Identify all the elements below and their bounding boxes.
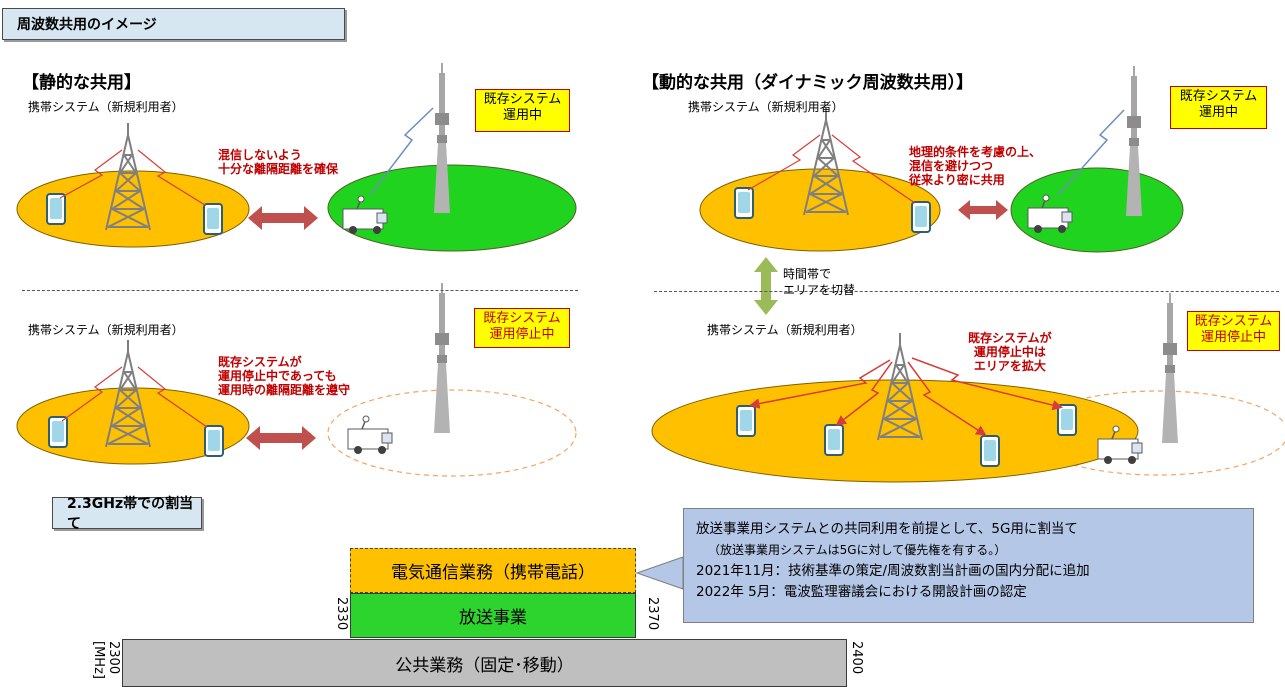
smartphone-icon <box>734 187 754 219</box>
broadcast-tower-icon <box>1125 65 1143 217</box>
broadcast-tower-icon <box>433 282 451 434</box>
callout-line: 放送事業用システムとの共同利用を前提として、5G用に割当て <box>696 521 1078 537</box>
badge-line: 既存システム <box>1194 314 1273 329</box>
radio-link <box>137 366 208 428</box>
dynamic-top-note: 地理的条件を考慮の上、 混信を避けつつ 従来より密に共用 <box>909 145 1041 187</box>
note-line: 地理的条件を考慮の上、 <box>909 145 1042 159</box>
band-telecom: 電気通信業務（携帯電話） <box>350 548 636 593</box>
smartphone-icon <box>824 424 844 456</box>
smartphone-icon <box>736 405 756 437</box>
band-public-label: 公共業務（固定･移動） <box>395 655 574 676</box>
badge-line: 運用中 <box>1198 105 1238 120</box>
existing-system-active-badge: 既存システム 運用中 <box>1170 86 1267 129</box>
dynamic-bottom-scene <box>651 292 1285 483</box>
freq-2370-label: 2370 <box>645 597 660 631</box>
existing-system-active-badge: 既存システム 運用中 <box>475 89 570 132</box>
allocation-title-box: 2.3GHz帯での割当て <box>52 496 202 532</box>
dynamic-top-system-label: 携帯システム（新規利用者） <box>688 100 844 114</box>
broadcast-tower-icon <box>1161 292 1179 444</box>
separation-arrow <box>958 200 1008 220</box>
broadcast-tower-icon <box>433 62 451 214</box>
static-bottom-scene <box>16 282 577 477</box>
smartphone-icon <box>980 435 1000 467</box>
static-bottom-system-label: 携帯システム（新規利用者） <box>28 323 184 337</box>
existing-area-ellipse <box>327 164 577 252</box>
static-top-scene <box>16 62 577 252</box>
static-top-system-label: 携帯システム（新規利用者） <box>28 100 184 114</box>
allocation-callout: 放送事業用システムとの共同利用を前提として、5G用に割当て （放送事業用システム… <box>683 508 1254 623</box>
dynamic-sharing-title: 【動的な共用（ダイナミック周波数共用）】 <box>642 73 974 93</box>
callout-line: 2022年 5月：電波監理審議会における開設計画の認定 <box>696 584 1027 600</box>
note-line: 運用停止中であっても <box>218 369 337 383</box>
smartphone-icon <box>911 201 931 233</box>
existing-system-stopped-badge: 既存システム 運用停止中 <box>1187 311 1280 351</box>
radio-link <box>137 149 206 206</box>
separation-arrow <box>248 206 318 230</box>
freq-2400-label: 2400 <box>849 641 864 675</box>
freq-unit-label: [MHz] <box>91 641 106 679</box>
radio-link <box>749 359 891 409</box>
band-broadcast: 放送事業 <box>350 593 636 638</box>
band-public: 公共業務（固定･移動） <box>122 639 847 687</box>
badge-line: 運用中 <box>502 108 542 123</box>
note-line: 従来より密に共用 <box>909 173 1005 187</box>
separation-arrow <box>246 426 316 450</box>
allocation-title: 2.3GHz帯での割当て <box>67 496 194 532</box>
band-broadcast-label: 放送事業 <box>459 608 527 628</box>
badge-line: 既存システム <box>1179 89 1258 104</box>
note-line: 十分な離隔距離を確保 <box>218 162 339 176</box>
time-switch-note: 時間帯で エリアを切替 <box>783 266 855 298</box>
radio-link <box>907 361 987 436</box>
badge-line: 運用停止中 <box>489 327 555 342</box>
radio-link <box>1057 109 1125 196</box>
note-line: 運用停止中は <box>973 345 1046 359</box>
radio-link <box>835 361 893 426</box>
header-title-box: 周波数共用のイメージ <box>2 8 345 40</box>
radio-link <box>747 134 821 191</box>
smartphone-icon <box>203 203 223 235</box>
radio-link <box>911 357 1063 411</box>
smartphone-icon <box>48 416 68 448</box>
static-top-note: 混信しないよう 十分な離隔距離を確保 <box>218 148 338 176</box>
note-line: エリアを切替 <box>783 283 856 297</box>
badge-line: 運用停止中 <box>1200 330 1266 345</box>
badge-line: 既存システム <box>483 92 562 107</box>
static-sharing-title: 【静的な共用】 <box>22 73 141 93</box>
callout-pointer <box>635 556 684 590</box>
dynamic-top-scene <box>699 65 1184 315</box>
smartphone-icon <box>1057 404 1077 436</box>
dynamic-bottom-note: 既存システムが 運用停止中は エリアを拡大 <box>968 331 1052 373</box>
badge-line: 既存システム <box>483 311 561 326</box>
static-bottom-note: 既存システムが 運用停止中であっても 運用時の離隔距離を遵守 <box>218 355 350 397</box>
radio-link <box>831 134 916 204</box>
divider-line <box>654 291 1279 292</box>
note-line: 既存システムが <box>218 355 302 369</box>
radio-link <box>369 107 434 196</box>
radio-link <box>61 366 123 422</box>
note-line: 混信しないよう <box>218 148 302 162</box>
note-line: 時間帯で <box>783 267 832 281</box>
freq-2330-label: 2330 <box>334 597 349 631</box>
mobile-area-ellipse <box>699 168 941 252</box>
callout-line: （放送事業用システムは5Gに対して優先権を有する。） <box>708 543 1007 557</box>
freq-2300-label: 2300 <box>106 641 121 675</box>
existing-area-inactive-ellipse <box>327 389 577 477</box>
time-switch-arrow <box>754 257 778 315</box>
existing-system-stopped-badge: 既存システム 運用停止中 <box>474 308 570 348</box>
note-line: 運用時の離隔距離を遵守 <box>218 383 351 397</box>
smartphone-icon <box>46 193 66 225</box>
callout-line: 2021年11月：技術基準の策定/周波数割当計画の国内分配に追加 <box>696 563 1090 579</box>
dynamic-bottom-system-label: 携帯システム（新規利用者） <box>707 323 863 337</box>
note-line: エリアを拡大 <box>973 359 1046 373</box>
header-title: 周波数共用のイメージ <box>17 17 157 33</box>
band-telecom-label: 電気通信業務（携帯電話） <box>391 563 595 583</box>
radio-link <box>59 149 123 199</box>
divider-line <box>22 290 578 291</box>
broadcast-van-icon <box>347 415 393 455</box>
note-line: 既存システムが <box>968 331 1052 345</box>
smartphone-icon <box>204 425 224 457</box>
note-line: 混信を避けつつ <box>909 159 994 173</box>
